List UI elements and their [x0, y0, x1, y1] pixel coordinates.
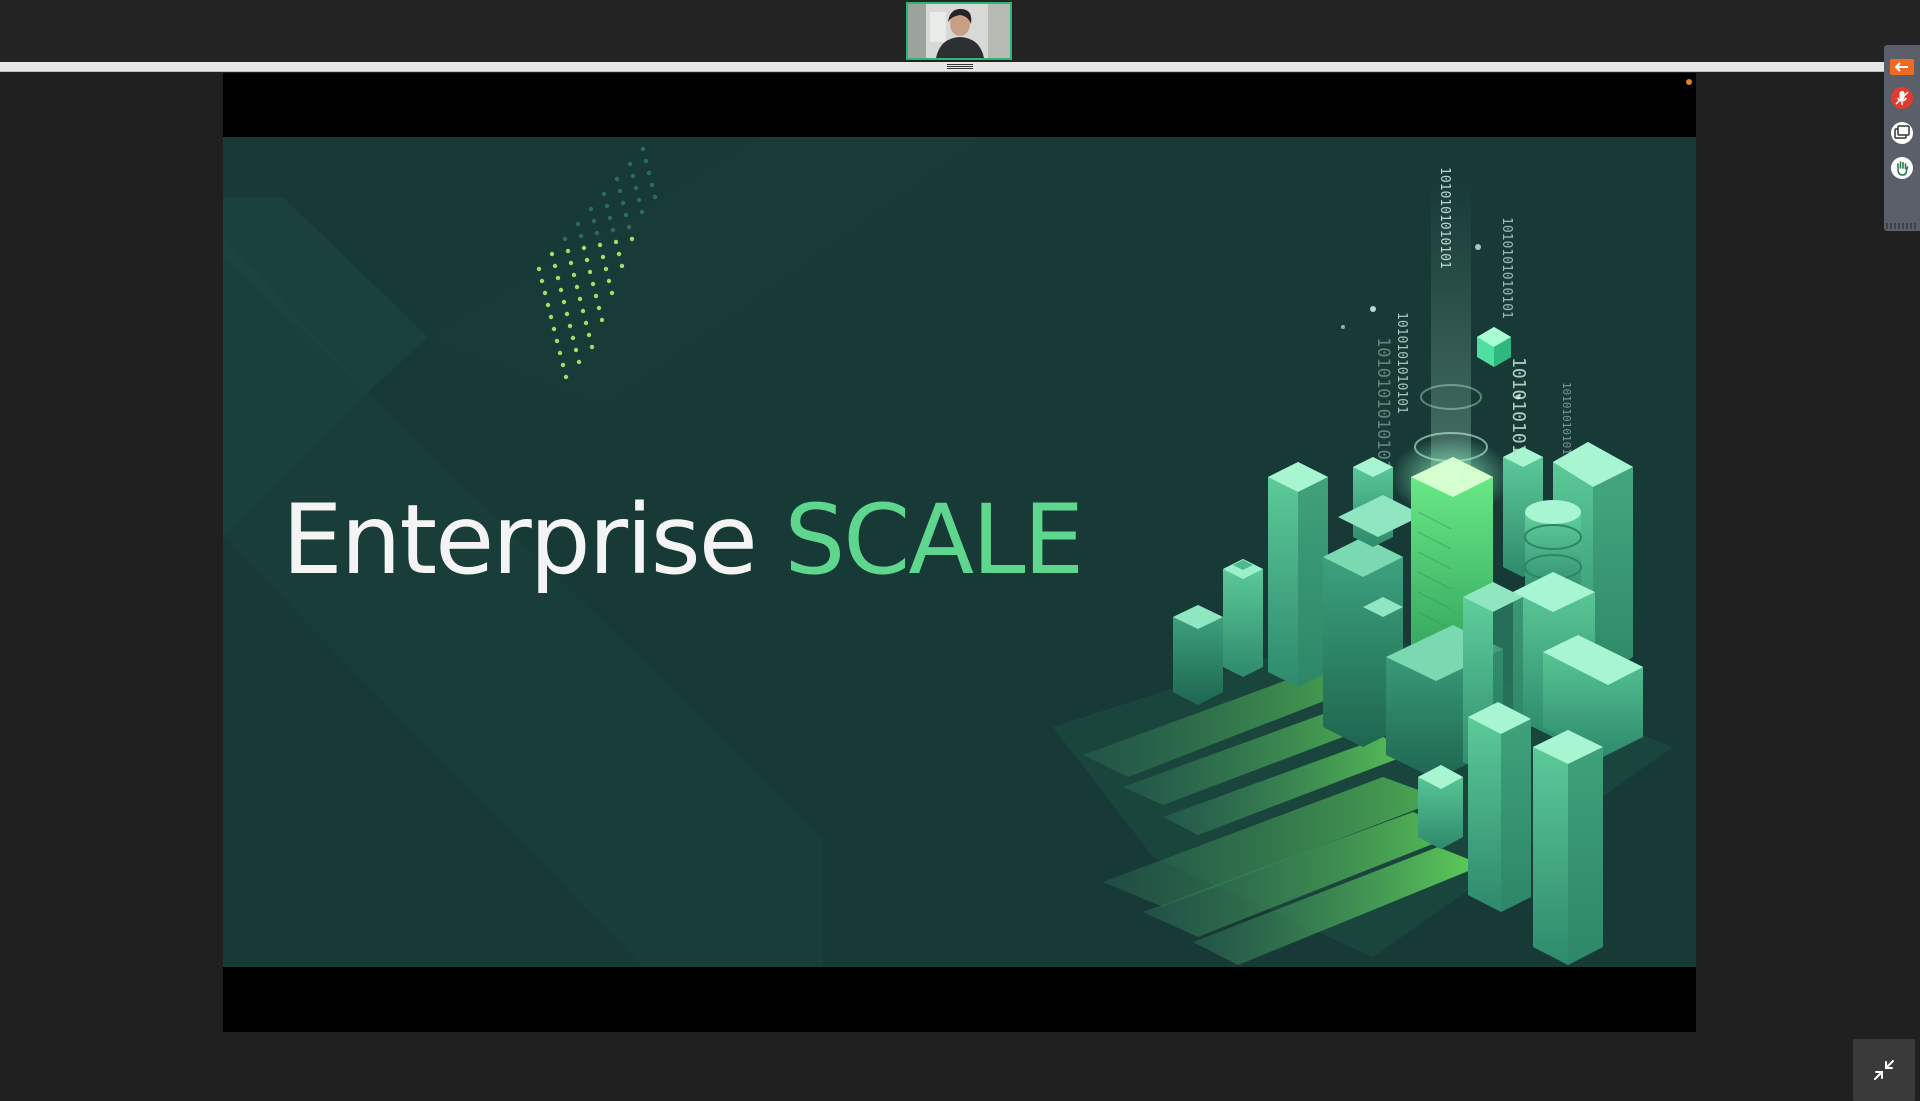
participant-video-tile[interactable]	[906, 2, 1012, 60]
chevron-arrows	[1083, 665, 1483, 965]
share-screen-button[interactable]	[1889, 120, 1915, 146]
toolbar-grip[interactable]	[1886, 223, 1918, 229]
svg-text:1010101010101: 1010101010101	[1499, 217, 1514, 319]
svg-text:1010101010101: 1010101010101	[1560, 382, 1573, 468]
isometric-city	[1173, 442, 1643, 965]
floating-cube	[1477, 327, 1511, 367]
slide-graphics: 1010101010101 1010101010101 101010101010…	[223, 137, 1673, 967]
svg-text:1010101010101: 1010101010101	[1394, 312, 1409, 414]
mute-microphone-icon	[1891, 87, 1913, 109]
exit-share-button[interactable]	[1889, 54, 1915, 80]
svg-text:1010101010101: 1010101010101	[1437, 167, 1452, 269]
top-bar-divider	[0, 62, 1920, 72]
raise-hand-icon	[1891, 157, 1913, 179]
exit-fullscreen-button[interactable]	[1853, 1039, 1915, 1101]
slide-title-accent: SCALE	[784, 484, 1084, 596]
mute-microphone-button[interactable]	[1889, 85, 1915, 111]
exit-share-icon	[1890, 59, 1914, 75]
drag-handle-icon[interactable]	[947, 63, 973, 71]
recording-indicator-icon	[1686, 79, 1692, 85]
raise-hand-button[interactable]	[1889, 155, 1915, 181]
slide-title-main: Enterprise	[282, 484, 758, 596]
presentation-slide: 1010101010101 1010101010101 101010101010…	[223, 137, 1696, 967]
svg-text:1010101010101: 1010101010101	[1373, 337, 1393, 470]
dot-pattern	[536, 146, 658, 380]
slide-title: Enterprise SCALE	[282, 492, 1084, 588]
shared-screen-stage: 1010101010101 1010101010101 101010101010…	[223, 73, 1915, 1101]
share-screen-icon	[1891, 122, 1913, 144]
meeting-side-toolbar	[1884, 45, 1920, 231]
collapse-arrows-icon	[1874, 1060, 1894, 1080]
